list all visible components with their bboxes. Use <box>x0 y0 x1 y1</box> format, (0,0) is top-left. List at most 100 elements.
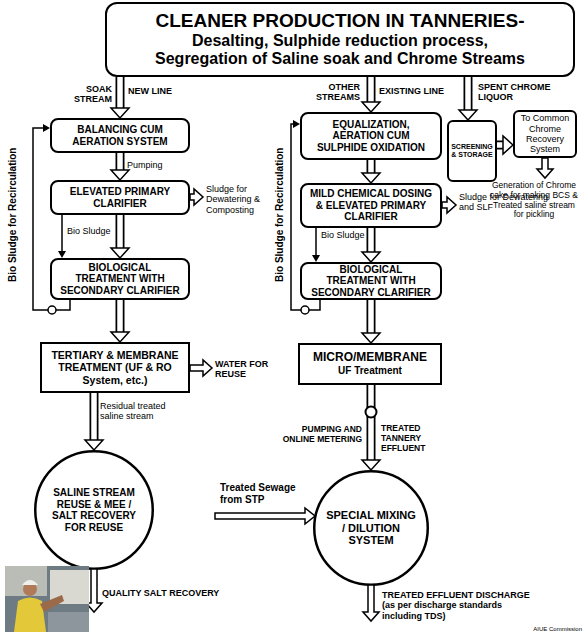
discharge-arrow <box>363 585 379 621</box>
arrow-head <box>362 333 380 343</box>
photo-background <box>5 566 89 632</box>
treatment-box: TERTIARY & MEMBRANE TREATMENT (UF & RO S… <box>40 342 190 393</box>
arrow-head <box>362 460 380 470</box>
node-text-wrap: TERTIARY & MEMBRANE TREATMENT (UF & RO S… <box>42 344 188 391</box>
arrow-head <box>362 252 380 262</box>
flow-arrow <box>497 136 513 154</box>
node-text-wrap: SPECIAL MIXING / DILUTION SYSTEM <box>313 470 429 586</box>
node-text-wrap: BIOLOGICAL TREATMENT WITH SECONDARY CLAR… <box>52 260 188 298</box>
arrow-shaft-fill <box>91 393 97 441</box>
flow-arrow <box>111 215 129 258</box>
arrow-shaft-outline <box>116 215 125 249</box>
annotation-label: PUMPING AND ONLINE METERING <box>276 425 362 445</box>
process-circle: SPECIAL MIXING / DILUTION SYSTEM <box>313 470 429 586</box>
flow-arrow <box>111 153 129 180</box>
arrow-shaft-outline <box>116 77 125 109</box>
node-heading: SPECIAL MIXING / DILUTION SYSTEM <box>326 509 416 547</box>
rotated-label: Bio Sludge for Recirculation <box>7 125 19 305</box>
sludge-line-path <box>61 215 63 252</box>
node-heading: BIOLOGICAL TREATMENT WITH SECONDARY CLAR… <box>308 264 434 299</box>
annotation-label: NEW LINE <box>128 86 188 96</box>
arrow-shaft-fill <box>497 142 504 148</box>
arrow-head <box>312 255 320 262</box>
flow-arrow <box>362 228 380 262</box>
arrow-head <box>459 110 477 120</box>
flow-arrow <box>459 77 477 120</box>
arrow-head <box>111 332 129 342</box>
annotation-label: Bio Sludge <box>321 230 381 240</box>
sludge-out-arrow <box>190 189 203 205</box>
annotation-label: TREATED EFFLUENT DISCHARGE (as per disch… <box>382 590 542 621</box>
process-box: BIOLOGICAL TREATMENT WITH SECONDARY CLAR… <box>300 262 442 300</box>
process-box: MILD CHEMICAL DOSING & ELEVATED PRIMARY … <box>300 183 442 228</box>
annotation-label: Bio Sludge <box>67 226 127 236</box>
sludge-line <box>312 228 320 262</box>
node-heading: EQUALIZATION, AERATION CUM SULPHIDE OXID… <box>308 119 434 154</box>
annotation-label: WATER FOR REUSE <box>215 359 285 380</box>
worker-photo <box>5 566 89 632</box>
node-text-wrap: SCREENING & STORAGE <box>449 122 495 180</box>
arrow-shaft-outline <box>367 160 376 174</box>
node-text-wrap: To Common Chrome Recovery System <box>515 112 575 156</box>
arrow-head <box>362 173 380 183</box>
pump-symbol <box>301 306 309 314</box>
node-text-wrap: EQUALIZATION, AERATION CUM SULPHIDE OXID… <box>302 114 440 158</box>
node-text-wrap: MILD CHEMICAL DOSING & ELEVATED PRIMARY … <box>302 185 440 226</box>
process-circle: SALINE STREAM REUSE & MEE / SALT RECOVER… <box>34 450 154 570</box>
pump-symbol <box>366 407 377 418</box>
annotation-label: EXISTING LINE <box>379 86 459 96</box>
photo-floor <box>48 612 89 632</box>
rotated-label: Bio Sludge for Recirculation <box>274 125 286 305</box>
arrow-shaft-outline <box>367 385 376 461</box>
node-subtext: UF Treatment <box>338 365 402 377</box>
arrow-shaft-outline <box>497 141 504 150</box>
photo-bag <box>50 570 89 604</box>
arrow-shaft-outline <box>464 77 473 111</box>
treatment-box: MICRO/MEMBRANEUF Treatment <box>298 343 442 385</box>
annotation-label: SOAK STREAM <box>52 84 112 105</box>
annotation-label: OTHER STREAMS <box>300 82 360 103</box>
arrow-head <box>503 136 513 154</box>
arrow-shaft-fill <box>368 160 374 174</box>
photo-worker-arm <box>40 595 64 612</box>
arrow-head <box>111 170 129 180</box>
photo-worker-body <box>14 598 46 633</box>
arrow-shaft-outline <box>367 77 376 103</box>
arrow-head <box>111 248 129 258</box>
arrow-head <box>43 124 50 132</box>
photo-wall <box>5 566 47 596</box>
sludge-line <box>58 215 66 258</box>
chrome-out-arrow <box>537 158 553 178</box>
arrow-shaft-fill <box>368 385 374 461</box>
arrow-head <box>111 108 129 118</box>
arrow-head <box>58 251 66 258</box>
annotation-label: TREATED TANNERY EFFLUENT <box>381 424 453 453</box>
arrow-head <box>362 102 380 112</box>
annotation-label: AIUE Commission <box>526 626 582 633</box>
process-box: ELEVATED PRIMARY CLARIFIER <box>50 180 190 215</box>
circle-outline <box>314 471 428 585</box>
annotation-label: SPENT CHROME LIQUOR <box>478 82 558 103</box>
title-box: CLEANER PRODUCTION IN TANNERIES-Desaltin… <box>105 2 575 77</box>
arrow-shaft-outline <box>116 153 125 171</box>
node-heading: SALINE STREAM REUSE & MEE / SALT RECOVER… <box>46 487 142 533</box>
water-reuse-arrow <box>190 360 212 376</box>
node-subtext: Desalting, Sulphide reduction process, S… <box>150 32 530 69</box>
flow-arrow <box>362 160 380 183</box>
annotation-label: Generation of Chrome cake for making BCS… <box>488 181 580 220</box>
process-box: EQUALIZATION, AERATION CUM SULPHIDE OXID… <box>300 112 442 160</box>
arrow-shaft-outline <box>116 300 125 333</box>
arrow-shaft-fill <box>368 300 374 334</box>
annotation-label: Residual treated saline stream <box>100 401 190 422</box>
salt-out-arrow <box>86 569 102 612</box>
arrow-shaft-outline <box>90 393 99 441</box>
flow-arrow <box>362 77 380 112</box>
sewage-in-arrow <box>215 508 315 524</box>
arrow-shaft-outline <box>367 300 376 334</box>
flow-arrow <box>362 300 380 343</box>
node-heading: CLEANER PRODUCTION IN TANNERIES- <box>155 10 524 32</box>
node-text-wrap: ELEVATED PRIMARY CLARIFIER <box>52 182 188 213</box>
flow-arrow <box>362 385 380 470</box>
arrow-head <box>85 440 103 450</box>
